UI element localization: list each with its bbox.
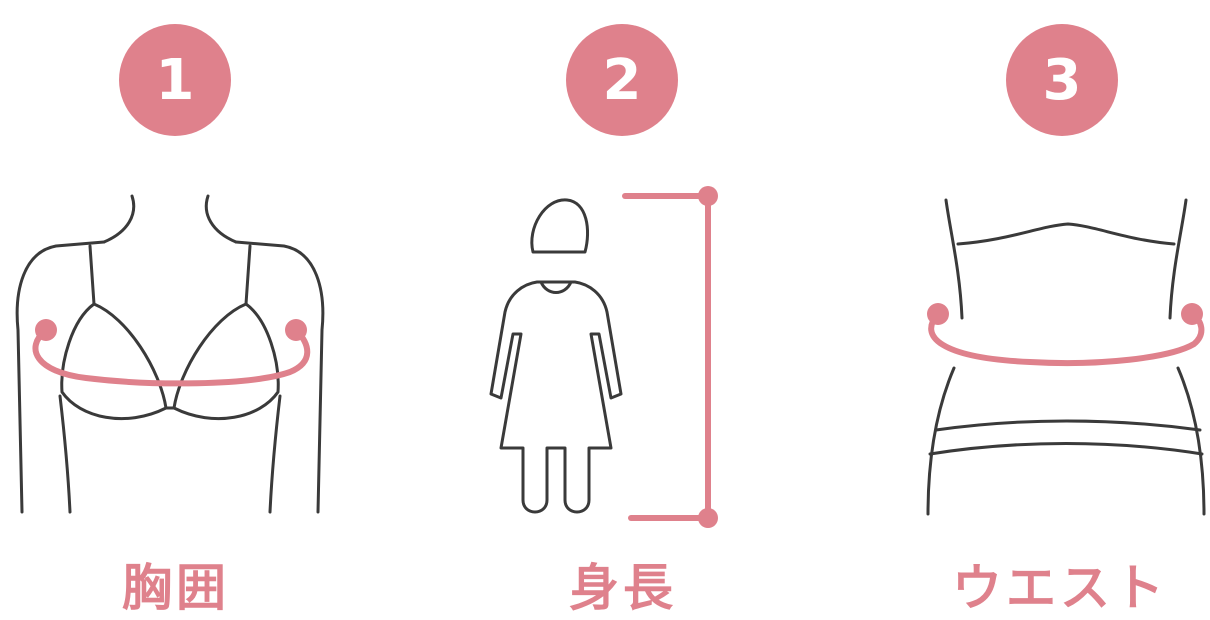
bust-measure-icon bbox=[15, 194, 325, 514]
waist-measure-icon bbox=[926, 198, 1206, 516]
step-badge-1: 1 bbox=[119, 24, 231, 136]
measure-item-height: 2 身長 bbox=[405, 0, 805, 617]
label-height: 身長 bbox=[569, 559, 677, 617]
height-measure-icon bbox=[489, 186, 718, 528]
measure-item-waist: 3 ウエスト bbox=[810, 0, 1210, 617]
label-waist: ウエスト bbox=[952, 559, 1168, 617]
step-badge-3: 3 bbox=[1006, 24, 1118, 136]
label-bust: 胸囲 bbox=[122, 559, 230, 617]
measure-item-bust: 1 胸囲 bbox=[0, 0, 400, 617]
step-badge-2: 2 bbox=[566, 24, 678, 136]
